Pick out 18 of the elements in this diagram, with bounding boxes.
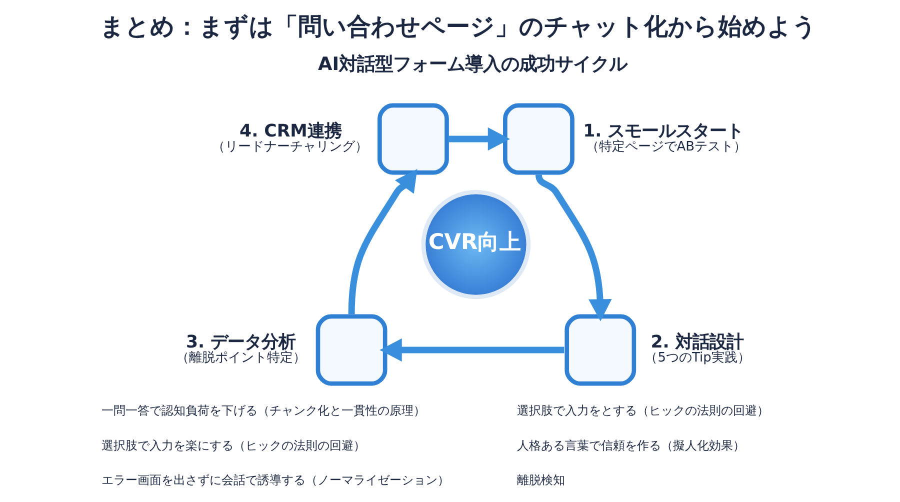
- arrow: [348, 169, 418, 314]
- arrow: [448, 127, 510, 151]
- arrow: [380, 338, 564, 362]
- node-label: （5つのTip実践）: [644, 350, 750, 366]
- label: 選択肢で入力をとする（ヒックの法則の回避）: [517, 404, 770, 418]
- arrow: [535, 174, 612, 322]
- diagram-title: まとめ：まずは「問い合わせページ」のチャット化から始めよう: [100, 12, 817, 41]
- label: AI対話型フォーム導入の成功サイクル: [318, 54, 628, 75]
- node-label: （離脱ポイント特定）: [176, 350, 306, 366]
- node-label: （特定ページでABテスト）: [586, 139, 747, 154]
- node-label: （リードナーチャリング）: [212, 139, 368, 154]
- label: 選択肢で入力を楽にする（ヒックの法則の回避）: [102, 438, 366, 452]
- node-label: 4. CRM連携: [240, 122, 342, 142]
- label: 一問一答で認知負荷を下げる（チャンク化と一貫性の原理）: [102, 404, 426, 418]
- label: 人格ある言葉で信頼を作る（擬人化効果）: [517, 438, 746, 452]
- label: 離脱検知: [517, 472, 566, 487]
- label: エラー画面を出さずに会話で誘導する（ノーマライゼーション）: [102, 472, 450, 487]
- node-circle: CVR向上: [421, 190, 531, 300]
